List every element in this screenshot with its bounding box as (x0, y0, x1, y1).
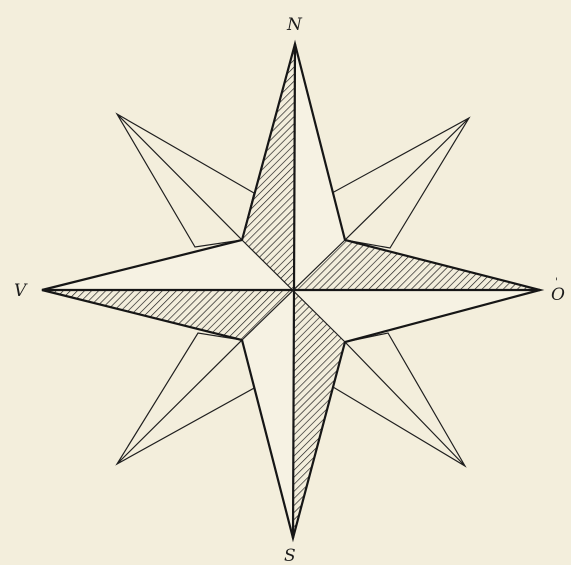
se-point (333, 333, 465, 466)
west-label: V (14, 281, 28, 301)
east-label-accent: ' (555, 277, 558, 288)
east-label: O (551, 285, 565, 305)
ne-point (332, 118, 469, 248)
north-label: N (286, 15, 303, 35)
nw-point (117, 114, 254, 247)
south-label: S (284, 546, 296, 565)
sw-point (117, 333, 256, 464)
